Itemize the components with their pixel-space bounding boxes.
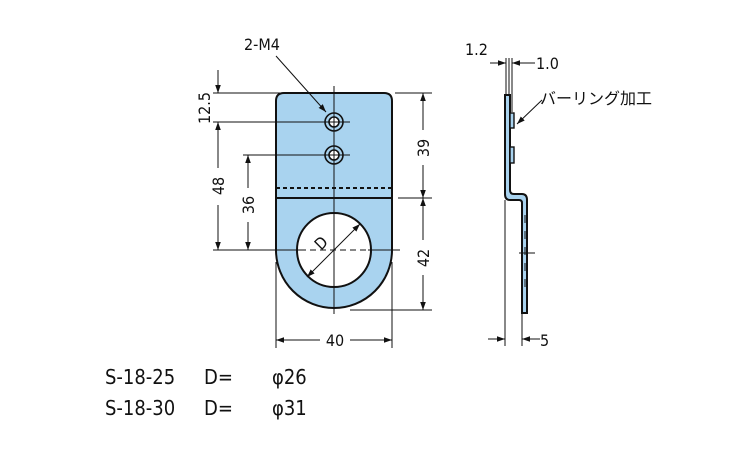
spec-table: S-18-25 D= φ26 S-18-30 D= φ31 [105,365,307,420]
burring-note: バーリング加工 [540,89,652,108]
dim-5: 5 [540,331,549,350]
dim-36: 36 [239,196,258,214]
spec-row: S-18-25 D= φ26 [105,365,307,389]
front-view: 12.5 48 36 39 42 40 2-M4 D [195,35,433,350]
dim-1-0: 1.0 [536,54,559,73]
spec-row: S-18-30 D= φ31 [105,396,307,420]
dim-12-5: 12.5 [195,92,214,124]
dim-48: 48 [209,177,228,195]
diameter-line [306,223,361,278]
diameter-value: φ26 [272,365,307,389]
callout-leader [275,55,327,113]
d-label: D= [204,365,233,389]
model-number: S-18-25 [105,365,175,389]
burring-leader [516,99,543,125]
side-view: 1.2 1.0 バーリング加工 5 [465,40,652,350]
burring-1 [509,112,515,129]
dim-40: 40 [326,331,344,350]
dim-39-label: 39 [414,139,433,157]
dim-1-2: 1.2 [465,40,488,59]
hole-callout: 2-M4 [244,35,280,54]
model-number: S-18-30 [105,396,175,420]
diameter-value: φ31 [272,396,307,420]
burring-2 [509,146,515,164]
dim-42: 42 [414,249,433,267]
d-label: D= [204,396,233,420]
bracket-profile [504,94,528,314]
